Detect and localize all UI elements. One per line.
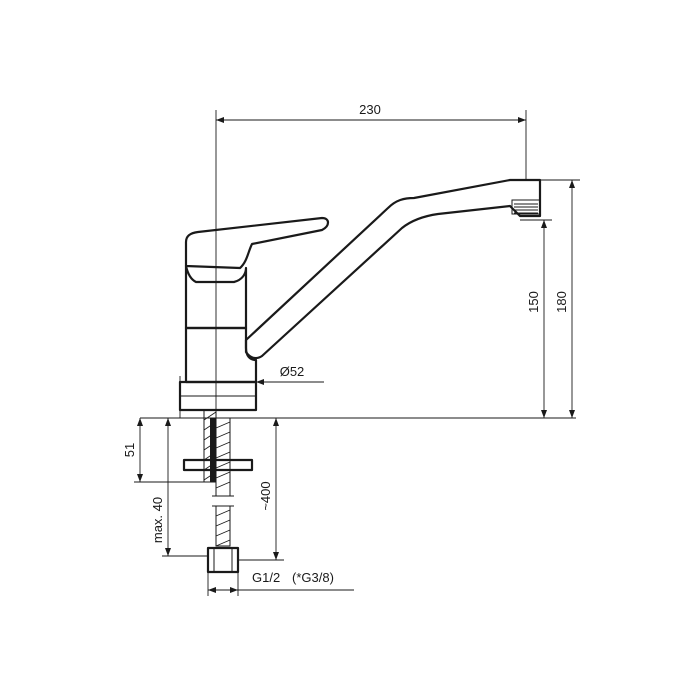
aerator [511, 199, 541, 215]
label-counter-thickness: max. 40 [150, 497, 165, 543]
body-lower [184, 326, 258, 384]
stem-dark [210, 418, 216, 482]
label-mount-depth: 51 [122, 443, 137, 457]
dimension-lines [134, 110, 580, 596]
body-upper [184, 264, 248, 330]
label-total-height: 180 [554, 291, 569, 313]
lever-handle [184, 216, 330, 270]
mounting-bracket [182, 458, 254, 472]
supply-hose [206, 417, 240, 574]
label-diameter: Ø52 [280, 364, 305, 379]
spout [244, 178, 542, 360]
label-thread: G1/2 [252, 570, 280, 585]
label-hose-length: ~400 [258, 481, 273, 510]
hose-nut [206, 546, 240, 574]
label-width: 230 [359, 102, 381, 117]
countertop-mount [140, 409, 576, 483]
label-outlet-height: 150 [526, 291, 541, 313]
label-thread-alt: (*G3/8) [292, 570, 334, 585]
faucet-outline [178, 178, 542, 412]
